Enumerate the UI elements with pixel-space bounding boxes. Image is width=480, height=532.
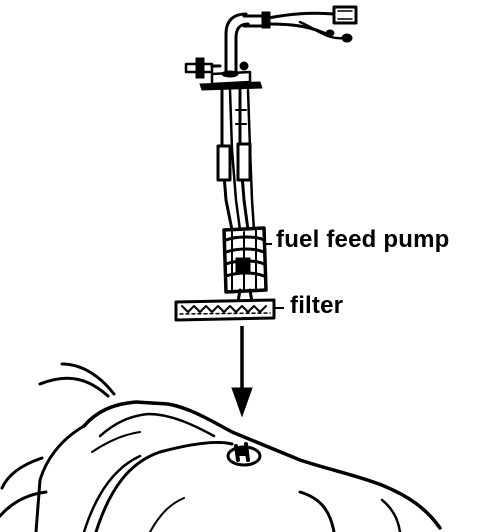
fuel-feed-pump (222, 226, 268, 304)
wiring-connector (242, 5, 358, 43)
label-leaders (266, 243, 284, 309)
installation-direction-arrow (231, 326, 253, 418)
filter-label: filter (290, 292, 344, 319)
pump-bracket-tubes (216, 88, 256, 232)
fuel-pipe (224, 12, 250, 74)
mounting-flange (184, 57, 263, 91)
fuel-feed-pump-label: fuel feed pump (276, 226, 450, 253)
fuel-tank (0, 362, 442, 532)
fuel-filter (174, 298, 276, 322)
